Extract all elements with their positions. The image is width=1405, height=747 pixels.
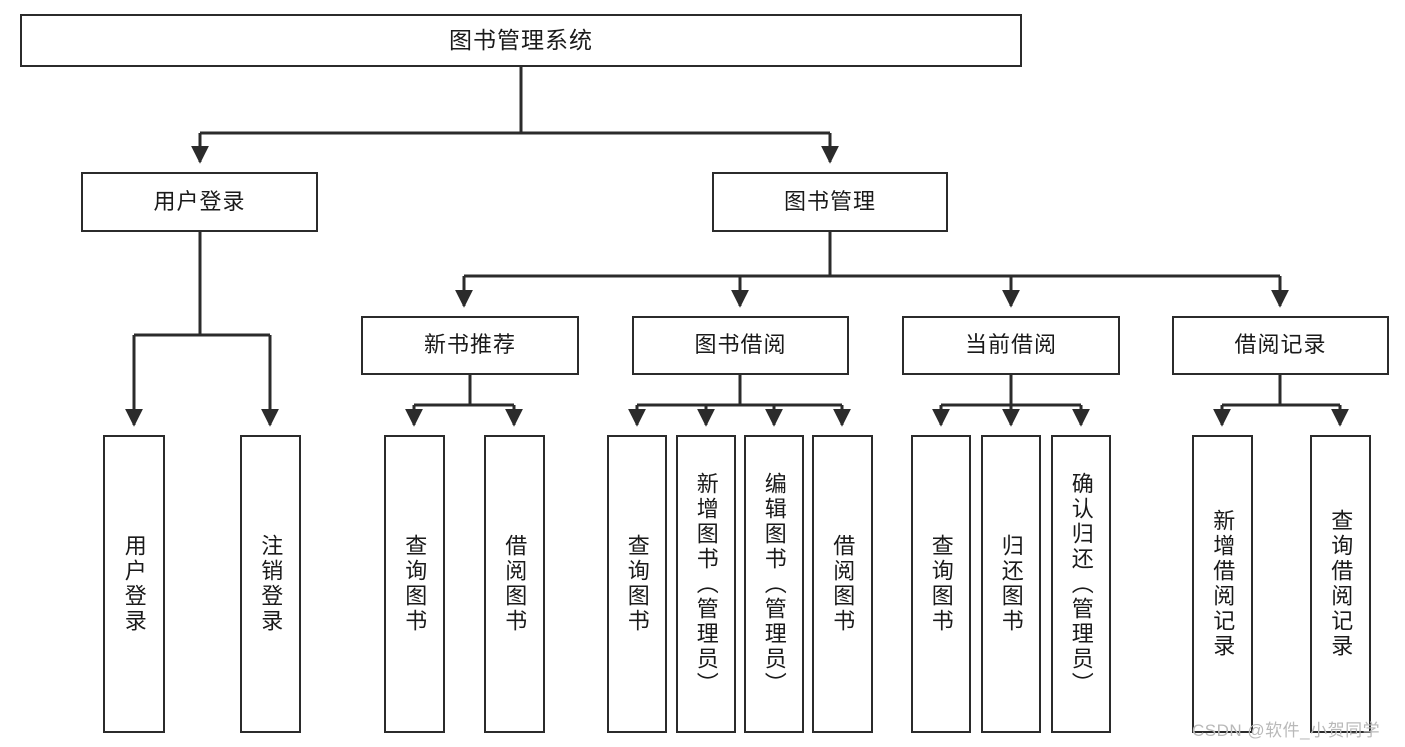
leaf-label: 查询图书 — [624, 534, 650, 634]
leaf-label: 确认归还（管理员） — [1068, 471, 1094, 697]
node-root-system[interactable]: 图书管理系统 — [20, 14, 1022, 67]
leaf-user-login-logout[interactable]: 注销登录 — [240, 435, 301, 733]
node-borrow-record-label: 借阅记录 — [1234, 332, 1327, 358]
node-book-management[interactable]: 图书管理 — [712, 172, 948, 232]
leaf-borrow-record-add[interactable]: 新增借阅记录 — [1192, 435, 1253, 733]
leaf-label: 新增借阅记录 — [1210, 509, 1236, 659]
node-borrow-record[interactable]: 借阅记录 — [1172, 316, 1389, 375]
leaf-label: 编辑图书（管理员） — [761, 471, 787, 697]
node-book-management-label: 图书管理 — [783, 188, 876, 214]
node-root-label: 图书管理系统 — [449, 26, 593, 53]
node-new-book-recommend-label: 新书推荐 — [423, 332, 516, 358]
leaf-label: 借阅图书 — [830, 534, 856, 634]
leaf-new-book-borrow[interactable]: 借阅图书 — [484, 435, 545, 733]
node-current-borrow[interactable]: 当前借阅 — [902, 316, 1120, 375]
leaf-current-borrow-confirm[interactable]: 确认归还（管理员） — [1051, 435, 1111, 733]
leaf-current-borrow-return[interactable]: 归还图书 — [981, 435, 1041, 733]
leaf-label: 注销登录 — [258, 534, 284, 634]
leaf-label: 用户登录 — [121, 534, 147, 634]
node-current-borrow-label: 当前借阅 — [964, 332, 1057, 358]
node-new-book-recommend[interactable]: 新书推荐 — [361, 316, 579, 375]
leaf-user-login-login[interactable]: 用户登录 — [103, 435, 165, 733]
node-book-borrow[interactable]: 图书借阅 — [632, 316, 849, 375]
leaf-book-borrow-edit[interactable]: 编辑图书（管理员） — [744, 435, 804, 733]
leaf-current-borrow-query[interactable]: 查询图书 — [911, 435, 971, 733]
leaf-book-borrow-lend[interactable]: 借阅图书 — [812, 435, 873, 733]
leaf-book-borrow-add[interactable]: 新增图书（管理员） — [676, 435, 736, 733]
leaf-label: 借阅图书 — [502, 534, 528, 634]
leaf-borrow-record-query[interactable]: 查询借阅记录 — [1310, 435, 1371, 733]
node-book-borrow-label: 图书借阅 — [694, 332, 787, 358]
node-user-login-label: 用户登录 — [153, 188, 246, 214]
leaf-label: 查询借阅记录 — [1328, 509, 1354, 659]
node-user-login[interactable]: 用户登录 — [81, 172, 318, 232]
leaf-label: 查询图书 — [402, 534, 428, 634]
csdn-watermark: CSDN @软件_小贺同学 — [1192, 721, 1381, 740]
leaf-label: 归还图书 — [998, 534, 1024, 634]
leaf-label: 查询图书 — [928, 534, 954, 634]
leaf-book-borrow-query[interactable]: 查询图书 — [607, 435, 667, 733]
leaf-new-book-query[interactable]: 查询图书 — [384, 435, 445, 733]
leaf-label: 新增图书（管理员） — [693, 471, 719, 697]
